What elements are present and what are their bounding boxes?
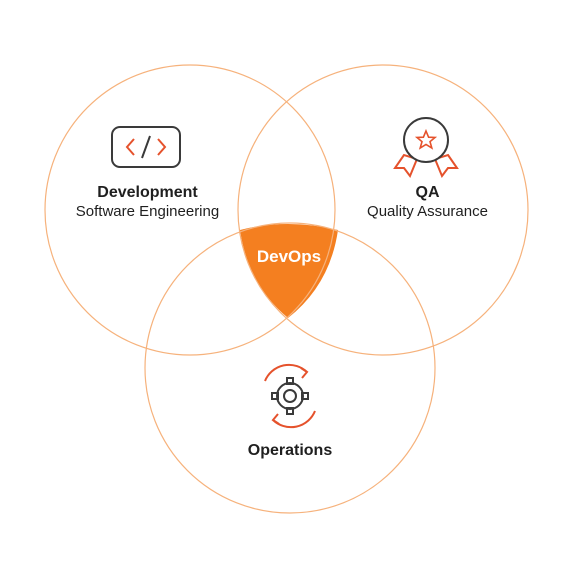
development-subtitle: Software Engineering (75, 203, 220, 220)
development-title: Development (97, 184, 198, 201)
qa-subtitle: Quality Assurance (367, 203, 488, 220)
operations-label: Operations (205, 441, 375, 461)
code-icon (111, 126, 181, 168)
qa-circle (237, 64, 529, 356)
devops-intersection (240, 224, 338, 318)
devops-label: DevOps (256, 247, 322, 266)
operations-circle (144, 222, 436, 514)
qa-title: QA (415, 184, 440, 201)
award-ribbon-icon (393, 117, 459, 179)
operations-title: Operations (247, 442, 333, 459)
qa-label: QA Quality Assurance (340, 183, 515, 222)
development-circle (44, 64, 336, 356)
development-label: Development Software Engineering (60, 183, 235, 222)
gear-cycle-icon (264, 363, 316, 429)
